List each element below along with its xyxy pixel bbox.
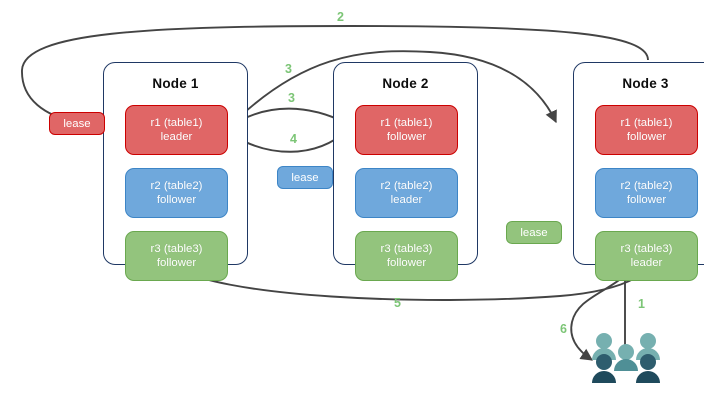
replica-box[interactable]: r3 (table3) leader: [595, 231, 698, 281]
replica-box[interactable]: r2 (table2) leader: [355, 168, 458, 218]
replica-role: follower: [626, 194, 667, 206]
node-title: Node 3: [622, 76, 669, 91]
step-number-label: 2: [337, 10, 344, 24]
replica-name: r2 (table2): [150, 180, 203, 192]
replica-box[interactable]: r1 (table1) leader: [125, 105, 228, 155]
replica-name: r3 (table3): [620, 243, 673, 255]
step-number-label: 4: [290, 132, 297, 146]
step-number-label: 3: [288, 91, 295, 105]
replica-name: r1 (table1): [620, 117, 673, 129]
node-box[interactable]: Node 3 r1 (table1) follower r2 (table2) foll…: [573, 62, 704, 281]
replica-box[interactable]: r2 (table2) follower: [595, 168, 698, 218]
replica-role: follower: [156, 194, 197, 206]
step-number-label: 6: [560, 322, 567, 336]
arrow-step-6: [570, 267, 633, 361]
replica-role: leader: [160, 131, 193, 143]
replica-box[interactable]: r1 (table1) follower: [595, 105, 698, 155]
node-title: Node 2: [382, 76, 429, 91]
node-title: Node 1: [152, 76, 199, 91]
replica-name: r3 (table3): [150, 243, 203, 255]
step-number-label: 1: [638, 297, 645, 311]
replica-box[interactable]: r1 (table1) follower: [355, 105, 458, 155]
replica-name: r1 (table1): [150, 117, 203, 129]
replica-role: follower: [626, 131, 667, 143]
people-group-icon: [592, 333, 660, 383]
replica-role: follower: [386, 257, 427, 269]
replica-role: leader: [630, 257, 663, 269]
replica-name: r2 (table2): [380, 180, 433, 192]
arrow-step-2: [21, 25, 649, 126]
lease-badge[interactable]: lease: [49, 112, 105, 135]
step-number-label: 5: [394, 296, 401, 310]
node-box[interactable]: Node 2 r1 (table1) follower r2 (table2) lead…: [333, 62, 478, 281]
lease-badge[interactable]: lease: [506, 221, 562, 244]
replica-name: r2 (table2): [620, 180, 673, 192]
replica-box[interactable]: r3 (table3) follower: [355, 231, 458, 281]
replica-name: r1 (table1): [380, 117, 433, 129]
replica-box[interactable]: r2 (table2) follower: [125, 168, 228, 218]
replica-role: follower: [156, 257, 197, 269]
node-box[interactable]: Node 1 r1 (table1) leader r2 (table2) follow…: [103, 62, 248, 281]
step-number-label: 3: [285, 62, 292, 76]
replica-name: r3 (table3): [380, 243, 433, 255]
arrow-step-3-to-node3: [227, 50, 557, 129]
replica-role: follower: [386, 131, 427, 143]
replica-box[interactable]: r3 (table3) follower: [125, 231, 228, 281]
replica-role: leader: [390, 194, 423, 206]
lease-badge[interactable]: lease: [277, 166, 333, 189]
